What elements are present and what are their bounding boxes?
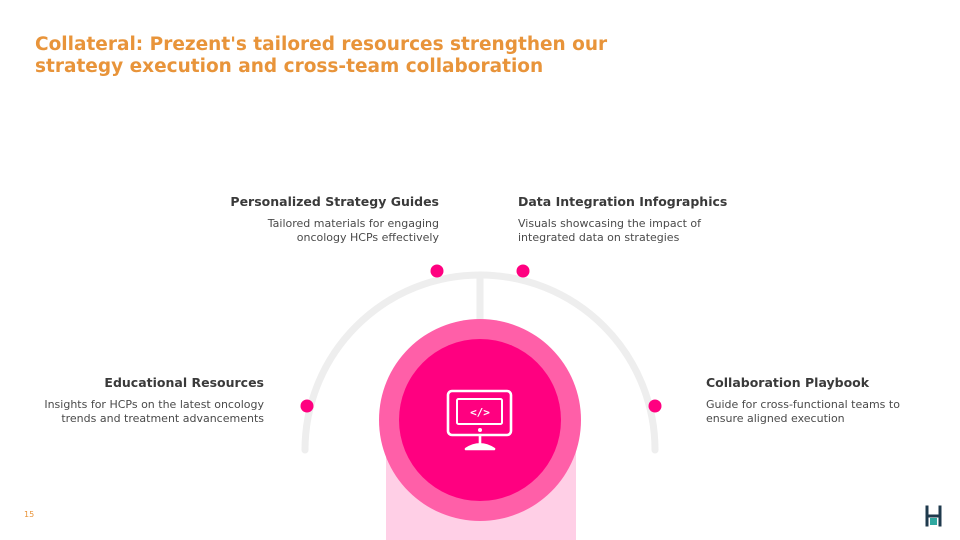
item-collaboration-playbook: Collaboration Playbook Guide for cross-f…: [706, 375, 936, 426]
page-number: 15: [24, 510, 35, 519]
node-dot-educational-resources: [300, 399, 314, 413]
item-data-infographics: Data Integration Infographics Visuals sh…: [518, 194, 748, 245]
item-educational-resources: Educational Resources Insights for HCPs …: [30, 375, 264, 426]
item-description: Guide for cross-functional teams to ensu…: [706, 398, 900, 425]
node-dot-data-infographics: [516, 264, 530, 278]
item-description: Insights for HCPs on the latest oncology…: [44, 398, 264, 425]
item-heading: Educational Resources: [104, 375, 264, 390]
item-heading: Personalized Strategy Guides: [230, 194, 439, 209]
code-glyph: </>: [470, 406, 490, 419]
hub-inner-circle: [399, 339, 561, 501]
monitor-power-dot: [478, 428, 482, 432]
node-dot-collaboration-playbook: [648, 399, 662, 413]
node-dot-strategy-guides: [430, 264, 444, 278]
slide-title: Collateral: Prezent's tailored resources…: [35, 34, 608, 77]
item-description: Tailored materials for engaging oncology…: [267, 217, 439, 244]
monitor-code-icon: [446, 389, 513, 451]
item-strategy-guides: Personalized Strategy Guides Tailored ma…: [230, 194, 439, 245]
brand-logo-icon: [925, 505, 942, 527]
item-heading: Collaboration Playbook: [706, 375, 870, 390]
item-description: Visuals showcasing the impact of integra…: [518, 217, 702, 244]
item-heading: Data Integration Infographics: [518, 194, 728, 209]
